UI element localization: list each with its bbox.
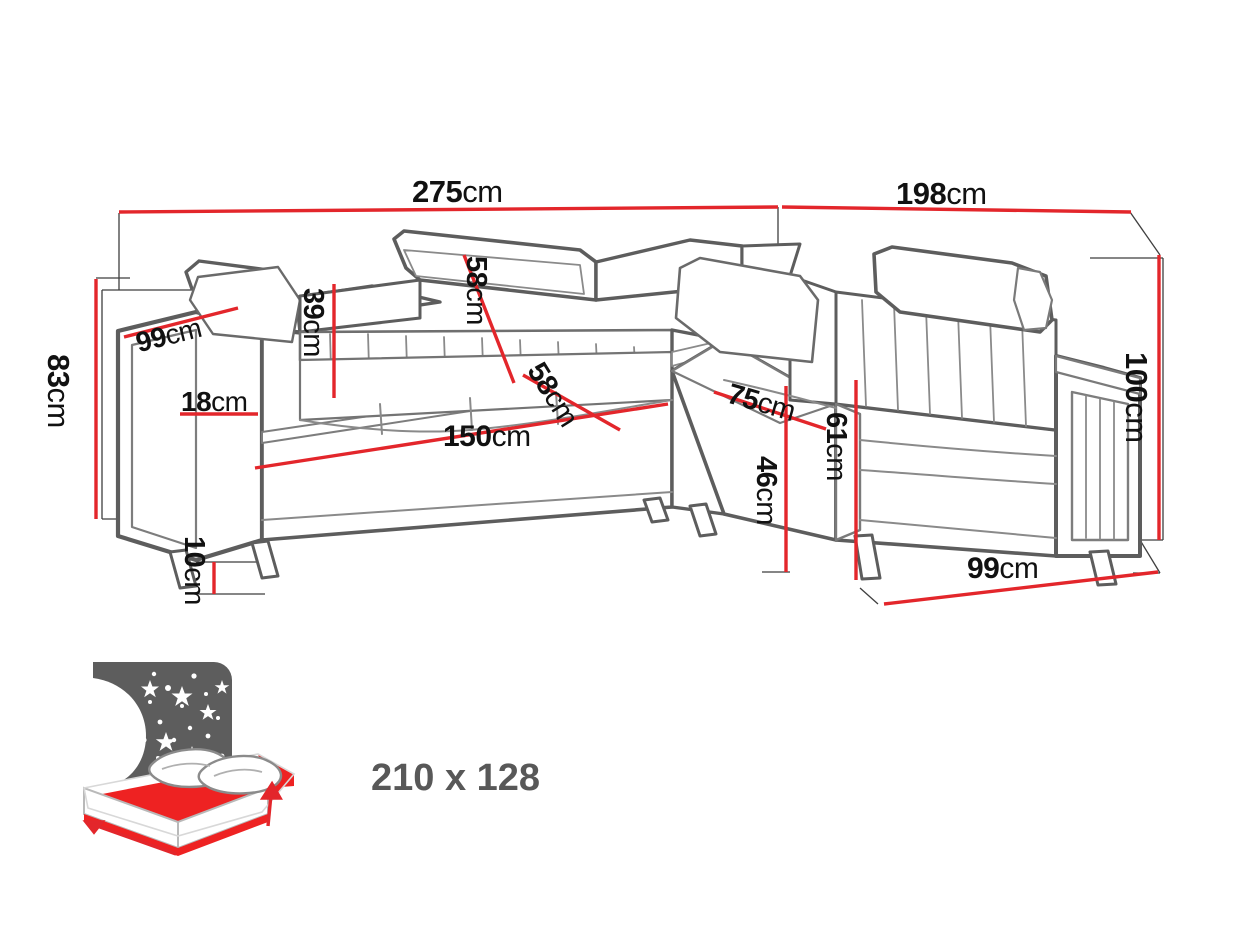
dimension-lines	[94, 205, 1161, 606]
dimension-label-side-depth-right: 99cm	[967, 552, 1039, 585]
dimension-label-overall-width: 275cm	[412, 174, 503, 209]
bed-dimension-arrows	[82, 780, 283, 856]
dimension-label-overall-depth: 198cm	[896, 176, 987, 211]
dimension-label-arm-height-right: 61cm	[820, 412, 852, 481]
dimension-label-leg-height: 10cm	[178, 536, 210, 605]
sofa-detail-lines	[261, 379, 1057, 539]
bed-night-icon	[82, 662, 296, 856]
dimension-label-arm-width: 18cm	[181, 386, 248, 417]
dimension-label-backrest-high: 58cm	[460, 256, 492, 325]
pillows	[148, 748, 283, 795]
sofa-legs	[168, 496, 1118, 590]
sofa-outline	[115, 229, 1142, 563]
dimension-label-seat-width: 150cm	[443, 420, 531, 453]
dimension-label-overall-height-right: 100cm	[1119, 352, 1154, 443]
dimension-label-backrest-low: 39cm	[297, 288, 329, 357]
sleeping-area-label: 210 x 128	[371, 757, 541, 799]
dimension-label-overall-height-left: 83cm	[41, 354, 76, 428]
dimension-label-seat-height: 46cm	[750, 456, 782, 525]
